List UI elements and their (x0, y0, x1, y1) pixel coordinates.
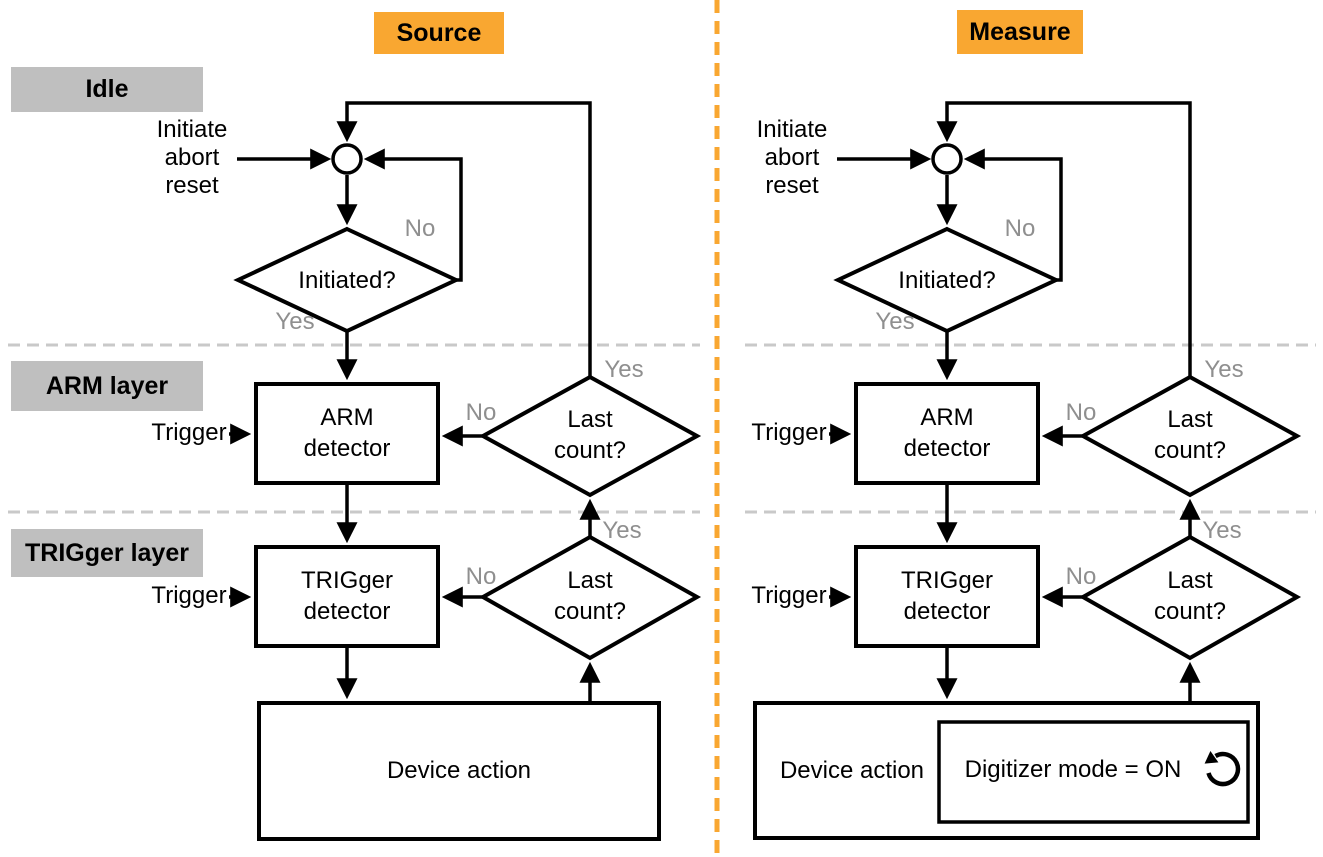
digitizer-mode-box (937, 720, 1250, 824)
source-trig-trigger-label: Trigger (151, 582, 227, 609)
detector-line: detector (303, 598, 391, 625)
initiate-line: Initiate (756, 116, 828, 143)
source-header-label: Source (396, 18, 482, 47)
source-connectors (229, 101, 601, 703)
last-line: Last (1167, 406, 1213, 433)
measure-junction-circle (931, 143, 963, 175)
source-arm-detector-label: ARM detector (304, 402, 391, 464)
arm-line: ARM (320, 404, 374, 431)
trigger-line: TRIGger (300, 567, 394, 594)
source-arm-yes-label: Yes (604, 356, 644, 383)
measure-header-label: Measure (969, 17, 1071, 46)
abort-line: abort (764, 144, 820, 171)
source-trig-yes-label: Yes (602, 517, 642, 544)
idle-layer-text: Idle (85, 75, 129, 103)
source-arm-no-label: No (465, 399, 497, 426)
measure-arm-no-label: No (1065, 399, 1097, 426)
source-initiated-diamond (233, 226, 461, 334)
measure-arm-trigger-label: Trigger (751, 419, 827, 446)
last-line: Last (1167, 567, 1213, 594)
measure-trig-last-count-label: Last count? (1154, 565, 1226, 627)
measure-initiated-yes-label: Yes (875, 308, 915, 335)
reset-line: reset (765, 172, 819, 199)
trigger-layer-label: TRIGger layer (11, 529, 203, 577)
source-initiated-question: Initiated? (298, 267, 396, 294)
measure-arm-last-count-label: Last count? (1154, 404, 1226, 466)
measure-arm-detector-label: ARM detector (904, 402, 991, 464)
last-line: Last (567, 567, 613, 594)
measure-trig-no-label: No (1065, 563, 1097, 590)
measure-initiated-question: Initiated? (898, 267, 996, 294)
count-line: count? (553, 598, 627, 625)
measure-trigger-detector-box (854, 545, 1040, 648)
measure-trig-yes-label: Yes (1202, 517, 1242, 544)
measure-arm-detector-box (854, 382, 1040, 485)
measure-initiated-diamond (833, 226, 1061, 334)
abort-line: abort (164, 144, 220, 171)
source-column-header: Source (374, 12, 504, 54)
source-trigger-detector-box (254, 545, 440, 648)
source-trig-last-count-diamond (478, 534, 702, 661)
reset-line: reset (165, 172, 219, 199)
count-line: count? (1153, 437, 1227, 464)
initiate-line: Initiate (156, 116, 228, 143)
source-initiated-yes-label: Yes (275, 308, 315, 335)
count-line: count? (1153, 598, 1227, 625)
measure-trig-trigger-label: Trigger (751, 582, 827, 609)
count-line: count? (553, 437, 627, 464)
source-device-action-box (257, 701, 661, 841)
source-initiated-no-label: No (404, 215, 436, 242)
source-trigger-detector-label: TRIGger detector (301, 565, 393, 627)
measure-device-action-label: Device action (779, 757, 925, 784)
measure-initiate-commands-label: Initiate abort reset (757, 116, 828, 200)
source-arm-last-count-diamond (478, 374, 702, 498)
measure-initiated-no-label: No (1004, 215, 1036, 242)
idle-layer-label: Idle (11, 67, 203, 112)
trigger-line: TRIGger (900, 567, 994, 594)
detector-line: detector (903, 598, 991, 625)
arm-line: ARM (920, 404, 974, 431)
source-device-action-label: Device action (386, 757, 532, 784)
source-initiate-commands-label: Initiate abort reset (157, 116, 228, 200)
measure-arm-last-count-diamond (1078, 374, 1302, 498)
detector-line: detector (903, 435, 991, 462)
measure-trigger-detector-label: TRIGger detector (901, 565, 993, 627)
layer-divider-lines (8, 343, 1316, 514)
source-trig-no-label: No (465, 563, 497, 590)
source-trig-last-count-label: Last count? (554, 565, 626, 627)
last-line: Last (567, 406, 613, 433)
trigger-layer-text: TRIGger layer (25, 538, 189, 567)
source-junction-circle (331, 143, 363, 175)
detector-line: detector (303, 435, 391, 462)
arm-layer-text: ARM layer (45, 371, 169, 400)
source-arm-trigger-label: Trigger (151, 419, 227, 446)
measure-trig-last-count-diamond (1078, 534, 1302, 661)
measure-arm-yes-label: Yes (1204, 356, 1244, 383)
source-arm-detector-box (254, 382, 440, 485)
counterclockwise-loop-icon (1204, 751, 1241, 787)
measure-column-header: Measure (957, 10, 1083, 54)
source-arm-last-count-label: Last count? (554, 404, 626, 466)
arm-layer-label: ARM layer (11, 361, 203, 411)
digitizer-mode-label: Digitizer mode = ON (964, 756, 1182, 783)
